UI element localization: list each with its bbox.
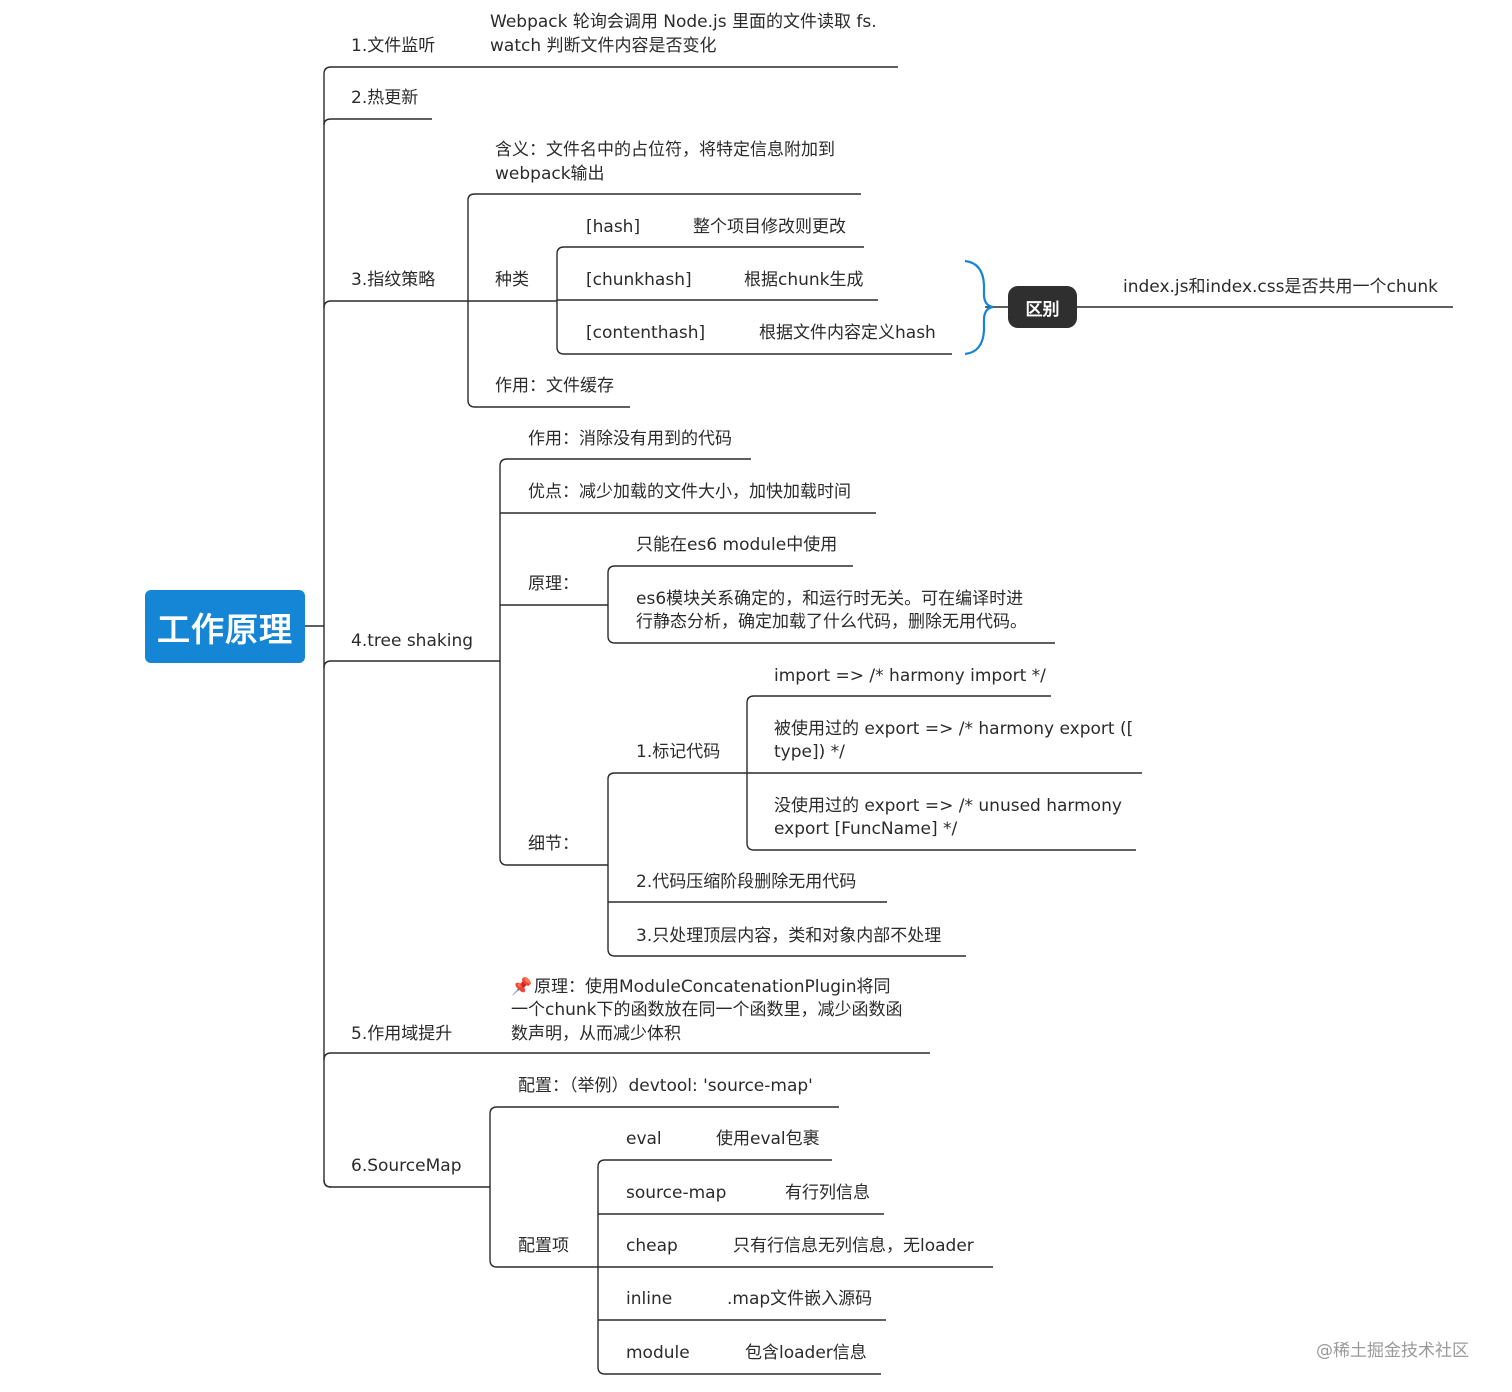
detail-compress: 2.代码压缩阶段删除无用代码	[636, 872, 857, 892]
pushpin-icon: 📌	[511, 977, 533, 997]
hash-meaning-line1: 含义：文件名中的占位符，将特定信息附加到	[495, 140, 835, 160]
mark-item-unused-line1: 没使用过的 export => /* unused harmony	[774, 796, 1122, 816]
option-inline-name: inline	[626, 1289, 673, 1309]
mark-item-used-line2: type]) */	[774, 742, 845, 762]
hash-kinds-label[interactable]: 种类	[495, 270, 529, 290]
chunkhash-kind-name: [chunkhash]	[586, 270, 692, 290]
option-source-map-name: source-map	[626, 1183, 727, 1203]
option-cheap-name: cheap	[626, 1236, 678, 1256]
contenthash-kind-name: [contenthash]	[586, 323, 706, 343]
brace-shape	[964, 259, 994, 356]
watch-desc-line2: watch 判断文件内容是否变化	[490, 36, 717, 56]
sourcemap-config: 配置：（举例）devtool: 'source-map'	[518, 1076, 813, 1096]
branch-watch[interactable]: 1.文件监听	[351, 36, 436, 56]
mark-item-unused-line2: export [FuncName] */	[774, 819, 958, 839]
principle-item-static-line1: es6模块关系确定的，和运行时无关。可在编译时进	[636, 589, 1024, 609]
tree-detail-label[interactable]: 细节：	[528, 834, 579, 854]
option-eval-desc: 使用eval包裹	[716, 1129, 820, 1149]
tree-pros: 优点：减少加载的文件大小，加快加载时间	[528, 482, 851, 502]
root-node[interactable]: 工作原理	[145, 590, 305, 663]
hash-kind-name: [hash]	[586, 217, 641, 237]
diff-desc: index.js和index.css是否共用一个chunk	[1123, 277, 1438, 297]
hash-usage: 作用：文件缓存	[495, 376, 614, 396]
principle-item-static-line2: 行静态分析，确定加载了什么代码，删除无用代码。	[636, 612, 1027, 632]
scope-desc-line2: 一个chunk下的函数放在同一个函数里，减少函数函	[511, 1000, 903, 1020]
chunkhash-kind-desc: 根据chunk生成	[744, 270, 864, 290]
watermark: @稀土掘金技术社区	[1316, 1341, 1469, 1361]
tree-usage: 作用：消除没有用到的代码	[528, 429, 732, 449]
option-module-desc: 包含loader信息	[745, 1343, 867, 1363]
branch-sourcemap[interactable]: 6.SourceMap	[351, 1156, 462, 1176]
detail-mark-label[interactable]: 1.标记代码	[636, 742, 721, 762]
branch-scope[interactable]: 5.作用域提升	[351, 1024, 453, 1044]
diff-node[interactable]: 区别	[1008, 286, 1077, 328]
contenthash-kind-desc: 根据文件内容定义hash	[759, 323, 936, 343]
watch-desc-line1: Webpack 轮询会调用 Node.js 里面的文件读取 fs.	[490, 12, 877, 32]
option-source-map-desc: 有行列信息	[785, 1183, 870, 1203]
option-module-name: module	[626, 1343, 690, 1363]
scope-desc-line3: 数声明，从而减少体积	[511, 1024, 681, 1044]
option-cheap-desc: 只有行信息无列信息，无loader	[733, 1236, 974, 1256]
hash-meaning-line2: webpack输出	[495, 164, 605, 184]
mark-item-import: import => /* harmony import */	[774, 666, 1046, 686]
hash-kind-desc: 整个项目修改则更改	[693, 217, 846, 237]
branch-hot[interactable]: 2.热更新	[351, 88, 419, 108]
principle-item-es6: 只能在es6 module中使用	[636, 535, 838, 555]
detail-top-level: 3.只处理顶层内容，类和对象内部不处理	[636, 926, 942, 946]
mark-item-used-line1: 被使用过的 export => /* harmony export ([	[774, 719, 1134, 739]
option-eval-name: eval	[626, 1129, 662, 1149]
branch-hash[interactable]: 3.指纹策略	[351, 270, 436, 290]
sourcemap-options-label[interactable]: 配置项	[518, 1236, 569, 1256]
scope-desc-line1: 原理：使用ModuleConcatenationPlugin将同	[534, 977, 891, 997]
tree-principle-label[interactable]: 原理：	[528, 574, 579, 594]
option-inline-desc: .map文件嵌入源码	[727, 1289, 873, 1309]
branch-tree-shaking[interactable]: 4.tree shaking	[351, 631, 474, 651]
